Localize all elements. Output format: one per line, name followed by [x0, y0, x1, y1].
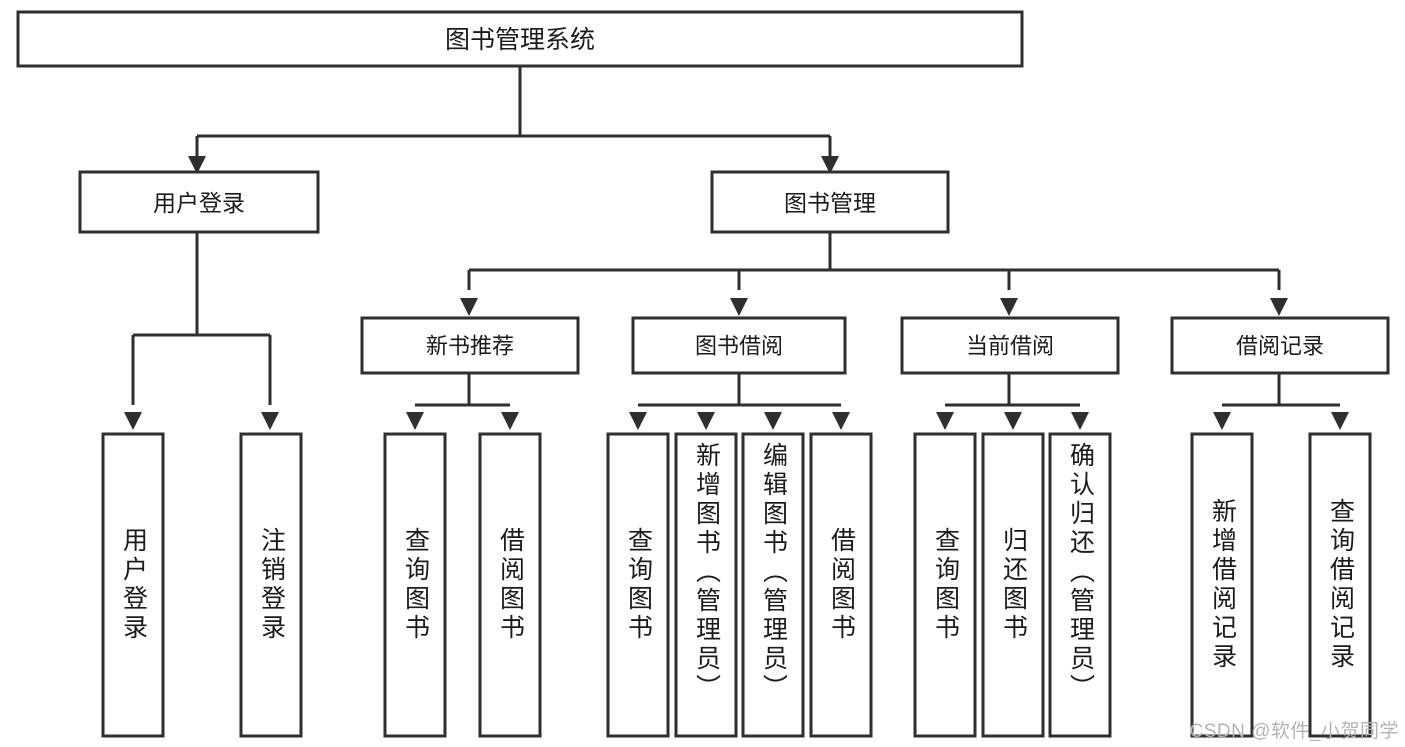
leaf-book-borrow-3-box[interactable] — [809, 432, 873, 738]
connector-group-new-book — [406, 373, 519, 430]
node-level2-3-label: 借阅记录 — [1236, 334, 1324, 359]
node-level2-2-label: 当前借阅 — [966, 334, 1054, 359]
node-level2-3-box[interactable] — [1170, 316, 1390, 375]
node-level2-1-box[interactable] — [631, 316, 847, 375]
leaf-current-borrow-1-box[interactable] — [981, 432, 1045, 738]
arrow-bookmanage-lvl2-0 — [460, 298, 478, 316]
leaf-user-login-1-box[interactable] — [239, 432, 303, 738]
leaf-group-current-borrow — [913, 432, 1112, 738]
node-level1-1-label: 图书管理 — [784, 190, 876, 216]
arrow-borrowrecord-leaf-0 — [1213, 412, 1231, 430]
leaf-book-borrow-2-box[interactable] — [741, 432, 805, 738]
node-level2-2-box[interactable] — [900, 316, 1120, 375]
arrow-currentborrow-leaf-1 — [1004, 412, 1022, 430]
leaf-borrow-record-0-box[interactable] — [1190, 432, 1254, 738]
leaf-group-new-book-recommend — [383, 432, 542, 738]
node-level2-current-borrow[interactable]: 当前借阅 — [900, 316, 1120, 375]
leaf-borrow-record-1-box[interactable] — [1308, 432, 1372, 738]
node-level1-0-box[interactable] — [78, 170, 320, 234]
leaf-book-borrow-0-box[interactable] — [606, 432, 670, 738]
leaf-new-book-1-box[interactable] — [478, 432, 542, 738]
node-level2-book-borrow[interactable]: 图书借阅 — [631, 316, 847, 375]
node-level1-user-login[interactable]: 用户登录 — [78, 170, 320, 234]
arrow-bookborrow-leaf-3 — [832, 412, 850, 430]
leaf-group-book-borrow — [606, 432, 873, 738]
leaf-current-borrow-2-box[interactable] — [1048, 432, 1112, 738]
arrow-currentborrow-leaf-0 — [936, 412, 954, 430]
node-level2-1-label: 图书借阅 — [695, 334, 783, 359]
node-level2-0-label: 新书推荐 — [426, 334, 514, 359]
node-root[interactable]: 图书管理系统 — [16, 10, 1024, 68]
arrow-userlogin-leaf-1 — [261, 412, 279, 430]
arrow-bookborrow-leaf-0 — [629, 412, 647, 430]
leaf-user-login-0-box[interactable] — [101, 432, 165, 738]
arrow-bookborrow-leaf-1 — [697, 412, 715, 430]
node-level2-borrow-record[interactable]: 借阅记录 — [1170, 316, 1390, 375]
arrow-borrowrecord-leaf-1 — [1331, 412, 1349, 430]
node-level1-1-box[interactable] — [710, 170, 950, 234]
node-root-label: 图书管理系统 — [445, 26, 595, 54]
node-level1-0-label: 用户登录 — [153, 190, 245, 216]
node-level2-new-book-recommend[interactable]: 新书推荐 — [360, 316, 580, 375]
node-root-box[interactable] — [16, 10, 1024, 68]
arrow-bookmanage-lvl2-3 — [1270, 298, 1288, 316]
leaf-new-book-0-box[interactable] — [383, 432, 447, 738]
csdn-watermark: CSDN @软件_小贺同学 — [1189, 721, 1399, 742]
leaf-group-borrow-record — [1190, 432, 1372, 738]
node-level2-0-box[interactable] — [360, 316, 580, 375]
connector-group-root — [188, 66, 839, 174]
connector-group-book-borrow — [629, 373, 850, 430]
leaf-group-user-login — [101, 432, 303, 738]
arrow-newbook-leaf-1 — [501, 412, 519, 430]
connector-group-borrow-record — [1213, 373, 1349, 430]
connector-group-user-login — [124, 232, 279, 430]
connector-group-book-manage — [460, 232, 1288, 316]
arrow-newbook-leaf-0 — [406, 412, 424, 430]
arrow-currentborrow-leaf-2 — [1071, 412, 1089, 430]
arrow-userlogin-leaf-0 — [124, 412, 142, 430]
leaf-book-borrow-1-box[interactable] — [674, 432, 738, 738]
arrow-bookmanage-lvl2-2 — [1000, 298, 1018, 316]
connector-group-current-borrow — [936, 373, 1089, 430]
leaf-current-borrow-0-box[interactable] — [913, 432, 977, 738]
arrow-bookborrow-leaf-2 — [764, 412, 782, 430]
node-level1-book-manage[interactable]: 图书管理 — [710, 170, 950, 234]
arrow-bookmanage-lvl2-1 — [730, 298, 748, 316]
